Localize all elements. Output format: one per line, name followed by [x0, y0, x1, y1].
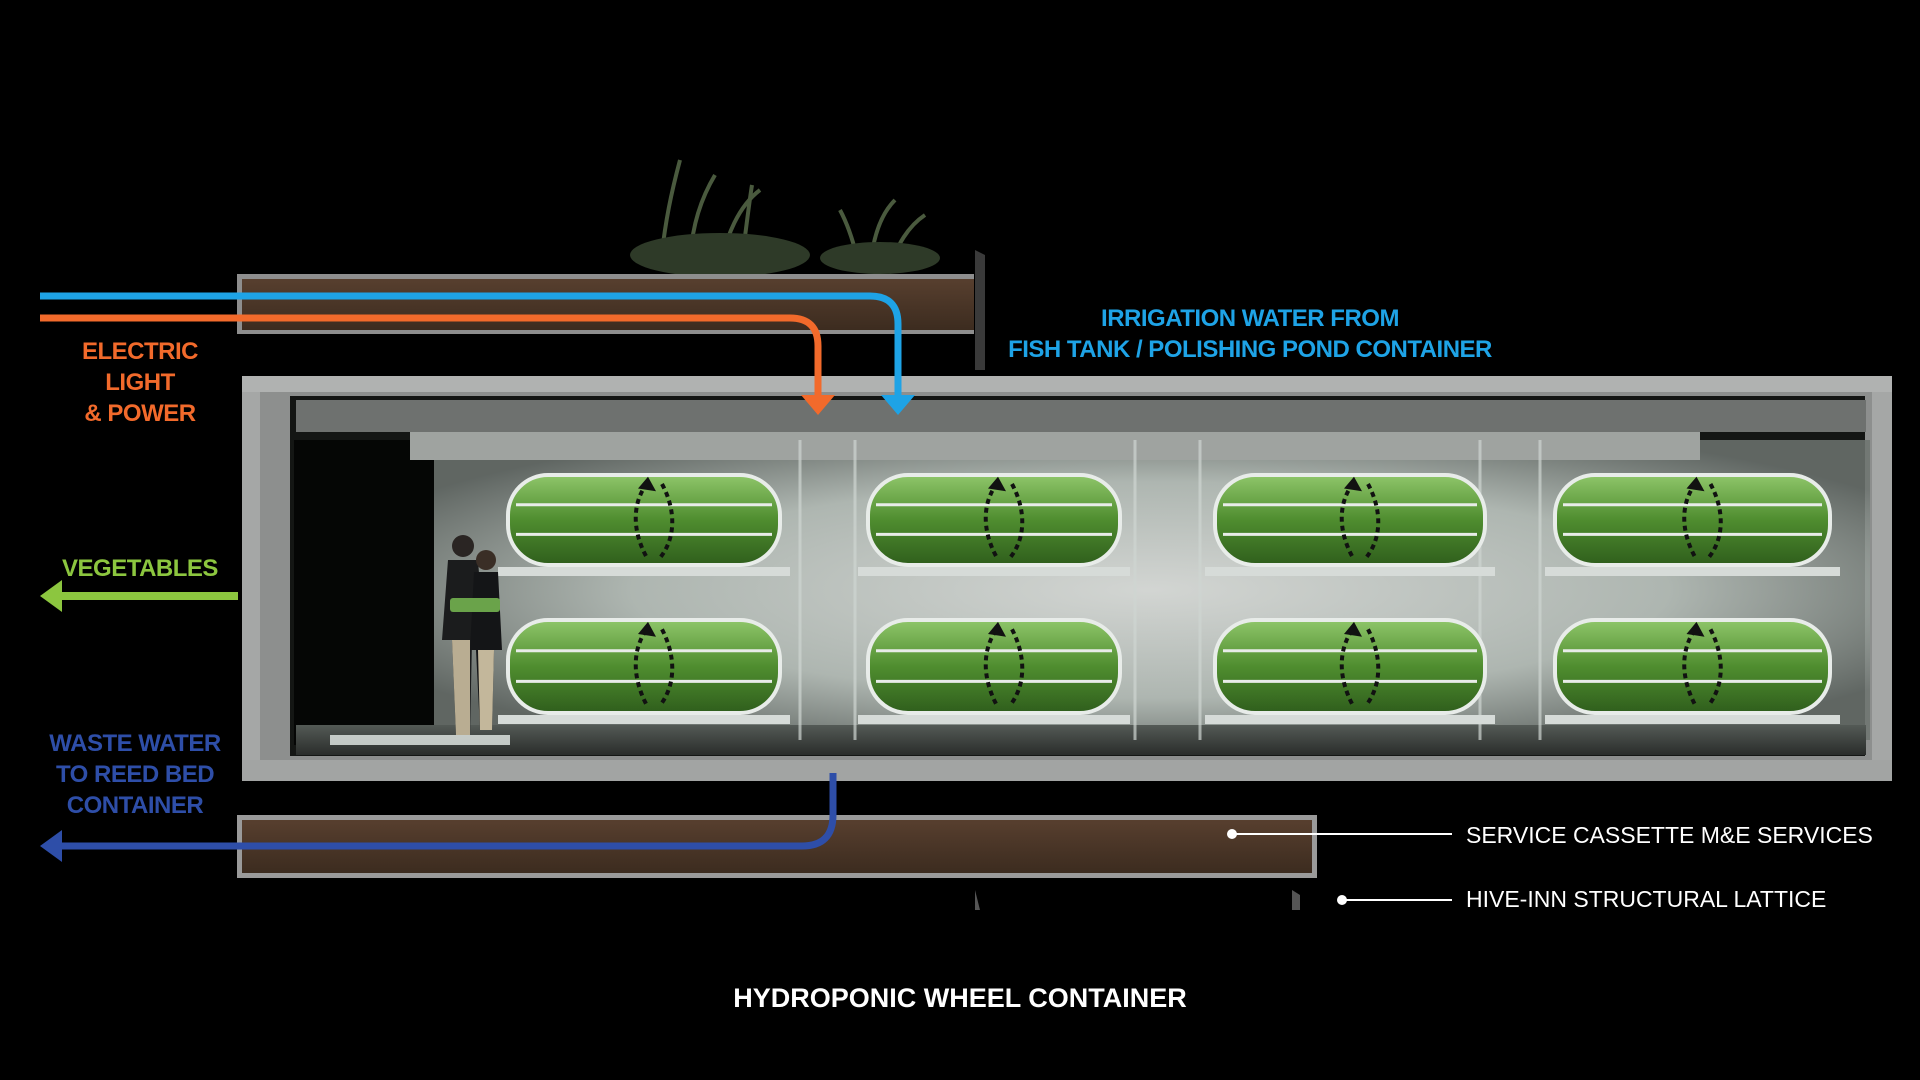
electric-light-power-label: ELECTRIC LIGHT & POWER — [55, 336, 225, 429]
wheel-6 — [1205, 618, 1495, 724]
power-arrowhead — [801, 395, 835, 415]
diagram-title: HYDROPONIC WHEEL CONTAINER — [733, 983, 1187, 1013]
wheel-7 — [1545, 473, 1840, 576]
wheel-3 — [858, 473, 1130, 576]
glass-partitions — [798, 440, 1542, 740]
vegetables-line-1: VEGETABLES — [62, 555, 218, 582]
vegetables-label: VEGETABLES — [50, 553, 230, 584]
waste-water-label: WASTE WATER TO REED BED CONTAINER — [40, 728, 230, 821]
wheel-5 — [1205, 473, 1495, 576]
irrigation-line-2: FISH TANK / POLISHING POND CONTAINER — [1008, 336, 1492, 363]
irrigation-line-1: IRRIGATION WATER FROM — [1101, 305, 1399, 332]
waste-line-2: TO REED BED — [55, 761, 215, 788]
roof-soil-tray — [237, 250, 985, 370]
waste-line-3: CONTAINER — [66, 792, 204, 819]
service-cassette-label: SERVICE CASSETTE M&E SERVICES — [1466, 822, 1873, 848]
service-leaders — [1227, 829, 1452, 905]
vegetables-arrowhead — [40, 580, 62, 612]
flow-lines — [40, 292, 902, 850]
irrigation-water-label: IRRIGATION WATER FROM FISH TANK / POLISH… — [990, 303, 1510, 365]
waste-line-1: WASTE WATER — [49, 730, 221, 757]
wheel-1 — [498, 473, 790, 576]
roof-plants — [630, 159, 940, 277]
structural-lattice-label: HIVE-INN STRUCTURAL LATTICE — [1466, 886, 1827, 912]
irrigation-arrowhead — [881, 395, 915, 415]
workers-figure — [442, 535, 502, 735]
electric-line-3: & POWER — [84, 400, 196, 427]
flow-arrowheads — [40, 395, 915, 862]
lattice-soil-tray — [237, 815, 1317, 910]
wheel-2 — [498, 618, 790, 724]
waste-water-arrowhead — [40, 830, 62, 862]
wheel-4 — [858, 618, 1130, 724]
hydroponic-wheels — [498, 473, 1840, 724]
electric-line-2: LIGHT — [105, 369, 175, 396]
wheel-8 — [1545, 618, 1840, 724]
electric-line-1: ELECTRIC — [82, 338, 199, 365]
